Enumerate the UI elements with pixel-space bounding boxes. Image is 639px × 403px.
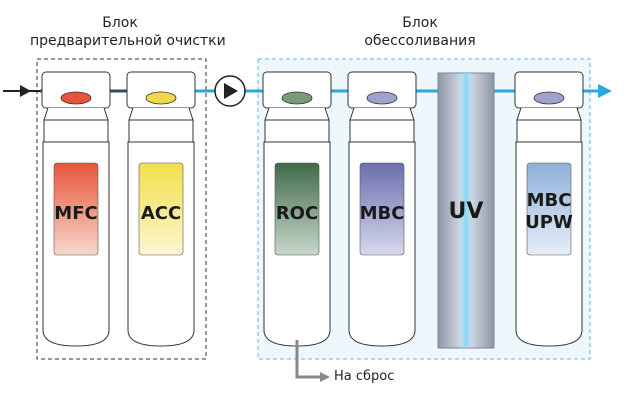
filter-cartridge-uv: UV (437, 72, 495, 349)
filter-collar (264, 119, 330, 143)
filter-cartridge-fill (526, 162, 572, 256)
desalting-subtitle: обессоливания (364, 33, 476, 49)
inlet-arrow-icon (20, 85, 31, 97)
pre-treatment-frame (36, 58, 207, 360)
filter-neck (128, 107, 194, 121)
filter-cap-indicator (281, 91, 313, 105)
drain-arrow-icon (320, 372, 330, 382)
drain-pipe (295, 340, 322, 379)
filter-label-line2: UPW (525, 212, 573, 233)
filter-collar (349, 119, 415, 143)
filter-cartridge-acc: ACC (126, 71, 196, 347)
desalting-label: Блок обессоливания (330, 14, 510, 50)
filter-cartridge-mbc: MBC (347, 71, 417, 347)
filter-cap-indicator (145, 91, 177, 105)
filter-label-line1: MBC (527, 190, 572, 211)
uv-lamp-glow (458, 73, 474, 348)
filter-neck (349, 107, 415, 121)
filter-cartridge-mfc: MFC (41, 71, 111, 347)
filter-collar (516, 119, 582, 143)
pre-treatment-subtitle: предварительной очистки (30, 33, 226, 49)
outlet-arrow-icon (598, 84, 612, 98)
filter-label: ACC (141, 203, 181, 224)
filter-collar (128, 119, 194, 143)
filter-neck (43, 107, 109, 121)
filter-cartridge-roc: ROC (262, 71, 332, 347)
filter-cartridge-fill (138, 162, 184, 256)
filter-cap-indicator (366, 91, 398, 105)
filter-cap-indicator (533, 91, 565, 105)
filter-cartridge-fill (274, 162, 320, 256)
filter-cartridge-fill (53, 162, 99, 256)
filter-label: ROC (276, 203, 318, 224)
filter-collar (43, 119, 109, 143)
filter-neck (264, 107, 330, 121)
pre-treatment-title: Блок (102, 15, 138, 31)
drain-label: На сброс (334, 369, 395, 384)
filter-label: UV (449, 199, 484, 224)
pre-treatment-label: Блок предварительной очистки (30, 14, 226, 50)
filter-neck (516, 107, 582, 121)
filter-label: MBC (360, 203, 405, 224)
pump-arrow-icon (224, 83, 238, 99)
filter-cap-indicator (60, 91, 92, 105)
filter-cartridge-fill (359, 162, 405, 256)
filter-label: MFC (54, 203, 97, 224)
desalting-title: Блок (402, 15, 438, 31)
